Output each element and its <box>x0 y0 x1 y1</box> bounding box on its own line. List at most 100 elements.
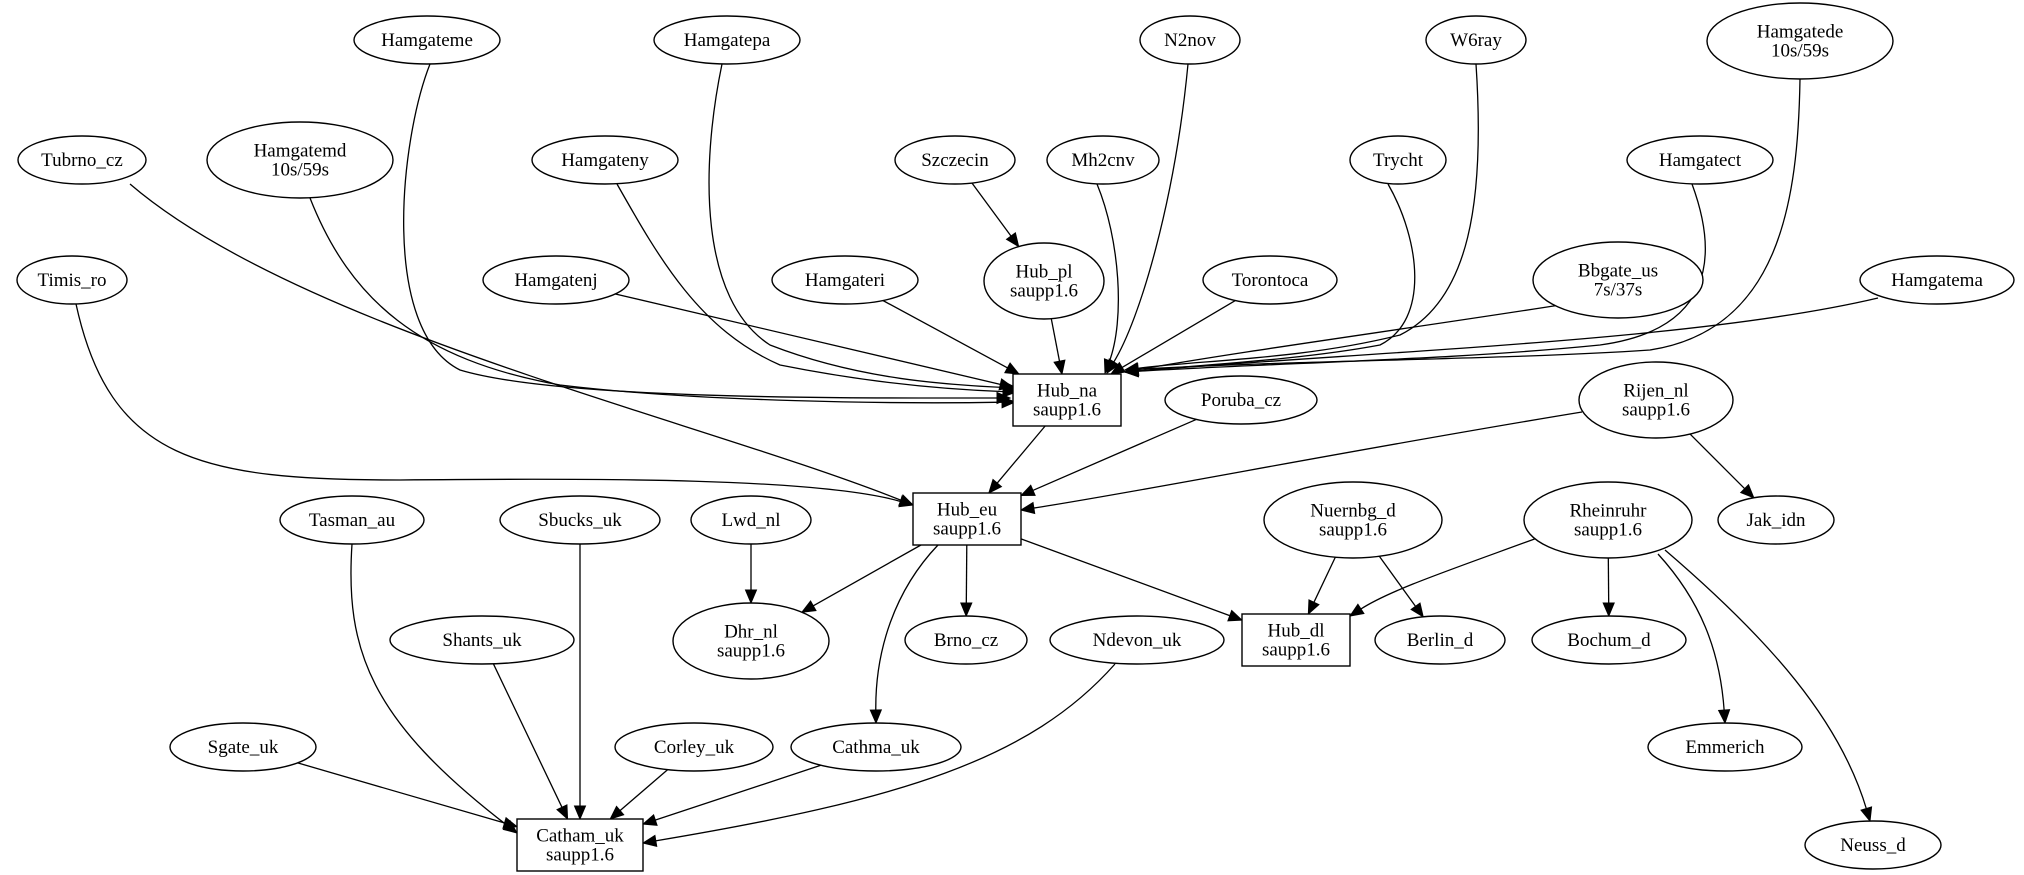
node-sbucks_uk: Sbucks_uk <box>499 495 661 545</box>
edge-sgate_uk-to-catham_uk <box>297 762 519 829</box>
node-bochum_d: Bochum_d <box>1531 615 1687 665</box>
node-ndevon_uk: Ndevon_uk <box>1049 615 1225 665</box>
node-label: Hamgatemd <box>254 141 347 162</box>
node-box <box>516 818 644 872</box>
edges-layer <box>75 63 1879 847</box>
arrowhead <box>1348 603 1365 617</box>
edge-mh2cnv-to-hub_na <box>1096 183 1119 375</box>
edge-bbgate_us-to-hub_na <box>1123 304 1561 376</box>
node-label: Hamgateny <box>561 150 649 171</box>
node-label: Mh2cnv <box>1071 150 1135 171</box>
node-label: saupp1.6 <box>717 641 785 662</box>
node-label: 10s/59s <box>271 160 329 181</box>
node-label: Hub_na <box>1037 381 1098 402</box>
node-label: Hub_pl <box>1016 262 1073 283</box>
node-n2nov: N2nov <box>1139 15 1241 65</box>
node-label: saupp1.6 <box>1033 400 1101 421</box>
edge-lwd_nl-to-dhr_nl <box>744 544 758 605</box>
node-label: Berlin_d <box>1407 630 1474 651</box>
node-hamgatepa: Hamgatepa <box>653 15 801 65</box>
node-ellipse <box>1349 135 1447 185</box>
node-ellipse <box>279 495 425 545</box>
node-label: Hamgatede <box>1757 22 1844 43</box>
edge-tubrno_cz-to-hub_eu <box>129 183 915 506</box>
arrowhead <box>502 816 519 829</box>
arrowhead <box>988 478 1003 494</box>
node-ellipse <box>353 15 501 65</box>
arrowhead <box>800 600 817 613</box>
node-label: Rijen_nl <box>1623 381 1688 402</box>
edge-line <box>1136 63 1480 370</box>
edge-line <box>297 762 506 824</box>
edge-rheinruhr-to-emmerich <box>1657 553 1731 725</box>
node-label: Tasman_au <box>309 510 396 531</box>
node-emmerich: Emmerich <box>1647 722 1803 772</box>
arrowhead <box>869 709 883 725</box>
node-label: Hamgatema <box>1891 270 1983 291</box>
node-ellipse <box>531 135 679 185</box>
node-label: Corley_uk <box>654 737 735 758</box>
node-ellipse <box>169 722 317 772</box>
edge-hamgatemd-to-hub_na <box>309 197 1017 409</box>
node-ellipse <box>1531 615 1687 665</box>
node-label: Hub_eu <box>937 500 998 521</box>
arrowhead <box>1001 395 1017 409</box>
node-label: Bochum_d <box>1567 630 1651 651</box>
edge-line <box>615 293 1002 386</box>
arrowhead <box>1053 359 1066 376</box>
edge-rheinruhr-to-hub_dl <box>1348 536 1541 617</box>
arrowhead <box>1123 364 1139 378</box>
node-label: Shants_uk <box>442 630 522 651</box>
edge-line <box>129 183 903 502</box>
arrowhead <box>998 378 1015 391</box>
edge-hamgatede-to-hub_na <box>1123 78 1801 376</box>
node-ellipse <box>894 135 1016 185</box>
node-ellipse <box>614 722 774 772</box>
node-label: saupp1.6 <box>1010 281 1078 302</box>
node-label: Sgate_uk <box>208 737 279 758</box>
edge-line <box>1312 556 1336 604</box>
edge-timis_ro-to-hub_eu <box>75 303 915 508</box>
edge-line <box>1657 553 1725 712</box>
node-label: Trycht <box>1373 150 1424 171</box>
edge-corley_uk-to-catham_uk <box>609 769 669 820</box>
node-box <box>1012 373 1122 427</box>
edge-hub_na-to-hub_eu <box>988 425 1046 494</box>
edge-hamgatepa-to-hub_na <box>708 63 1019 394</box>
node-ellipse <box>1706 2 1894 80</box>
node-tasman_au: Tasman_au <box>279 495 425 545</box>
edge-tasman_au-to-catham_uk <box>350 543 519 834</box>
node-ellipse <box>653 15 801 65</box>
edge-line <box>971 182 1013 238</box>
edge-line <box>708 63 1006 389</box>
arrowhead <box>1019 484 1036 497</box>
arrowhead <box>1717 709 1731 725</box>
edge-hamgatenj-to-hub_na <box>615 293 1015 391</box>
arrowhead <box>1103 358 1116 375</box>
node-label: Jak_idn <box>1746 510 1806 531</box>
arrowhead <box>1739 483 1755 499</box>
node-label: Sbucks_uk <box>538 510 622 531</box>
arrowhead <box>1004 362 1021 375</box>
edge-hub_eu-to-dhr_nl <box>800 544 922 613</box>
node-ellipse <box>482 255 630 305</box>
edge-line <box>654 764 822 822</box>
node-hamgateme: Hamgateme <box>353 15 501 65</box>
node-ellipse <box>1425 15 1527 65</box>
edge-line <box>350 543 508 827</box>
edge-rijen_nl-to-hub_eu <box>1019 411 1583 515</box>
node-label: Bbgate_us <box>1578 261 1658 282</box>
node-ellipse <box>672 602 830 680</box>
node-hamgatect: Hamgatect <box>1626 135 1774 185</box>
node-label: Hub_dl <box>1268 621 1325 642</box>
node-label: saupp1.6 <box>1262 640 1330 661</box>
edge-line <box>309 197 1004 404</box>
node-label: 7s/37s <box>1594 280 1643 301</box>
edge-poruba_cz-to-hub_eu <box>1019 418 1197 497</box>
node-szczecin: Szczecin <box>894 135 1016 185</box>
edge-line <box>882 299 1009 369</box>
node-box <box>1241 613 1351 667</box>
